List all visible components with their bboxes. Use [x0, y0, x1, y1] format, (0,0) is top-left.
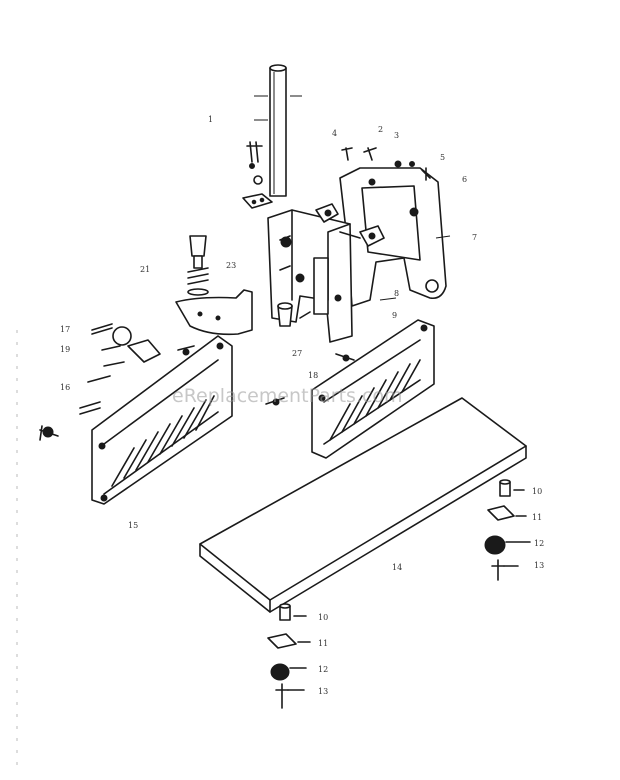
callout: 10 [318, 613, 328, 622]
right-comb-fence [265, 319, 435, 459]
foot-hardware-right [484, 479, 531, 581]
vertical-post [269, 64, 287, 197]
callout: 2 [378, 125, 383, 134]
callout: 21 [140, 265, 150, 274]
curved-plate [175, 289, 253, 336]
left-fasteners [39, 323, 195, 441]
callout: 11 [318, 639, 328, 648]
callout: 23 [226, 261, 236, 270]
base-board [199, 397, 527, 613]
callout: 13 [534, 561, 544, 570]
callout: 16 [60, 383, 70, 392]
handle-assembly [187, 235, 311, 327]
callout: 1 [208, 115, 213, 124]
yoke-frame [339, 167, 447, 307]
callout: 13 [318, 687, 328, 696]
callout: 14 [392, 563, 402, 572]
callout-labels: 1 2 3 4 5 6 7 8 9 15 16 17 18 19 21 23 2… [60, 115, 544, 696]
wing-knobs [315, 203, 385, 247]
callout: 9 [392, 311, 397, 320]
callout: 18 [308, 371, 318, 380]
callout: 10 [532, 487, 542, 496]
callout: 17 [60, 325, 70, 334]
callout: 5 [440, 153, 445, 162]
callout: 4 [332, 129, 337, 138]
callout: 8 [394, 289, 399, 298]
callout: 11 [532, 513, 542, 522]
post-clamp-parts [242, 141, 273, 209]
callout: 12 [534, 539, 544, 548]
leader-lines [254, 95, 451, 301]
top-hardware [341, 147, 431, 181]
callout: 7 [472, 233, 477, 242]
watermark: eReplacementParts.com [172, 385, 403, 407]
callout: 6 [462, 175, 467, 184]
left-comb-fence [91, 335, 233, 505]
callout: 12 [318, 665, 328, 674]
callout: 19 [60, 345, 70, 354]
callout: 3 [394, 131, 399, 140]
foot-hardware-bottom [267, 603, 311, 709]
callout: 27 [292, 349, 302, 358]
callout: 15 [128, 521, 138, 530]
